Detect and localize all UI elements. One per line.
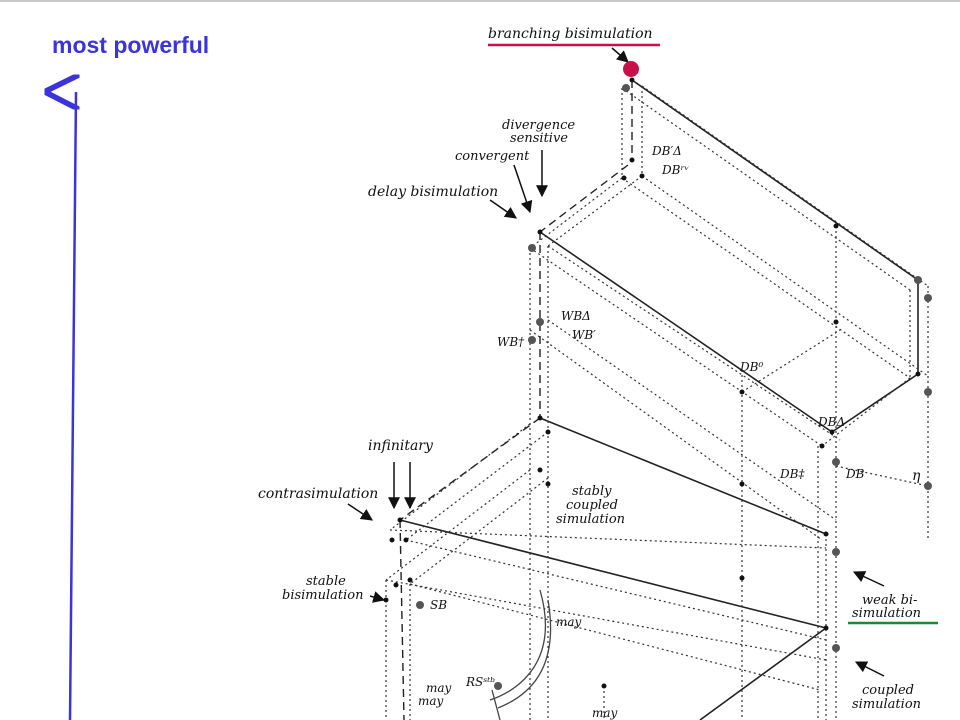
label-divergence: divergence (502, 118, 575, 133)
label-db-delta: DBΔ (817, 415, 845, 429)
label-infinitary: infinitary (368, 438, 434, 454)
dashed-edges (399, 80, 633, 720)
label-db-dd: DB‡ (779, 467, 805, 481)
power-axis-arrow (70, 92, 76, 720)
label-stable-bisimulation: bisimulation (282, 588, 364, 603)
label-eta: η (912, 468, 921, 484)
branching-bisimulation-marker (623, 61, 639, 77)
pointer-arrows (347, 47, 885, 677)
label-contrasimulation: contrasimulation (258, 486, 378, 502)
label-weak: weak bi- (862, 593, 917, 608)
label-coupled-simulation: simulation (852, 697, 921, 712)
dotted-edges (385, 85, 929, 720)
label-may-1: may (556, 615, 582, 629)
label-wb-tri: WBΔ (561, 309, 591, 323)
solid-edges (399, 79, 919, 720)
label-stably-coupled: coupled (566, 498, 618, 513)
label-stably: stably (572, 484, 612, 499)
label-db-zero: DB⁰ (739, 360, 763, 374)
label-sensitive: sensitive (510, 131, 568, 146)
lattice-nodes (383, 77, 932, 690)
label-may-3: may (418, 694, 444, 708)
label-delay-bisimulation: delay bisimulation (368, 184, 498, 200)
label-branching: branching bisimulation (488, 26, 653, 42)
power-axis-label: most powerful (52, 32, 210, 58)
may-curves (489, 589, 552, 720)
label-db: DB (845, 467, 865, 481)
label-coupled: coupled (862, 683, 914, 698)
label-wb-dagger: WB† (497, 335, 525, 349)
label-may-4: may (592, 706, 618, 720)
label-wb-prime: WB′ (572, 328, 596, 342)
label-db-tri: DB′Δ (651, 144, 682, 158)
label-db-rv: DBʳᵛ (661, 163, 689, 177)
label-rs: RSˢᵗᵇ (465, 675, 495, 689)
label-convergent: convergent (455, 149, 530, 164)
diagram-labels: branching bisimulation divergence sensit… (258, 26, 921, 720)
label-stable: stable (306, 574, 346, 589)
label-weak-simulation: simulation (852, 606, 921, 621)
label-stably-simulation: simulation (556, 512, 625, 527)
top-border (0, 0, 960, 2)
label-sb: SB (430, 598, 447, 612)
label-may-2: may (426, 681, 452, 695)
